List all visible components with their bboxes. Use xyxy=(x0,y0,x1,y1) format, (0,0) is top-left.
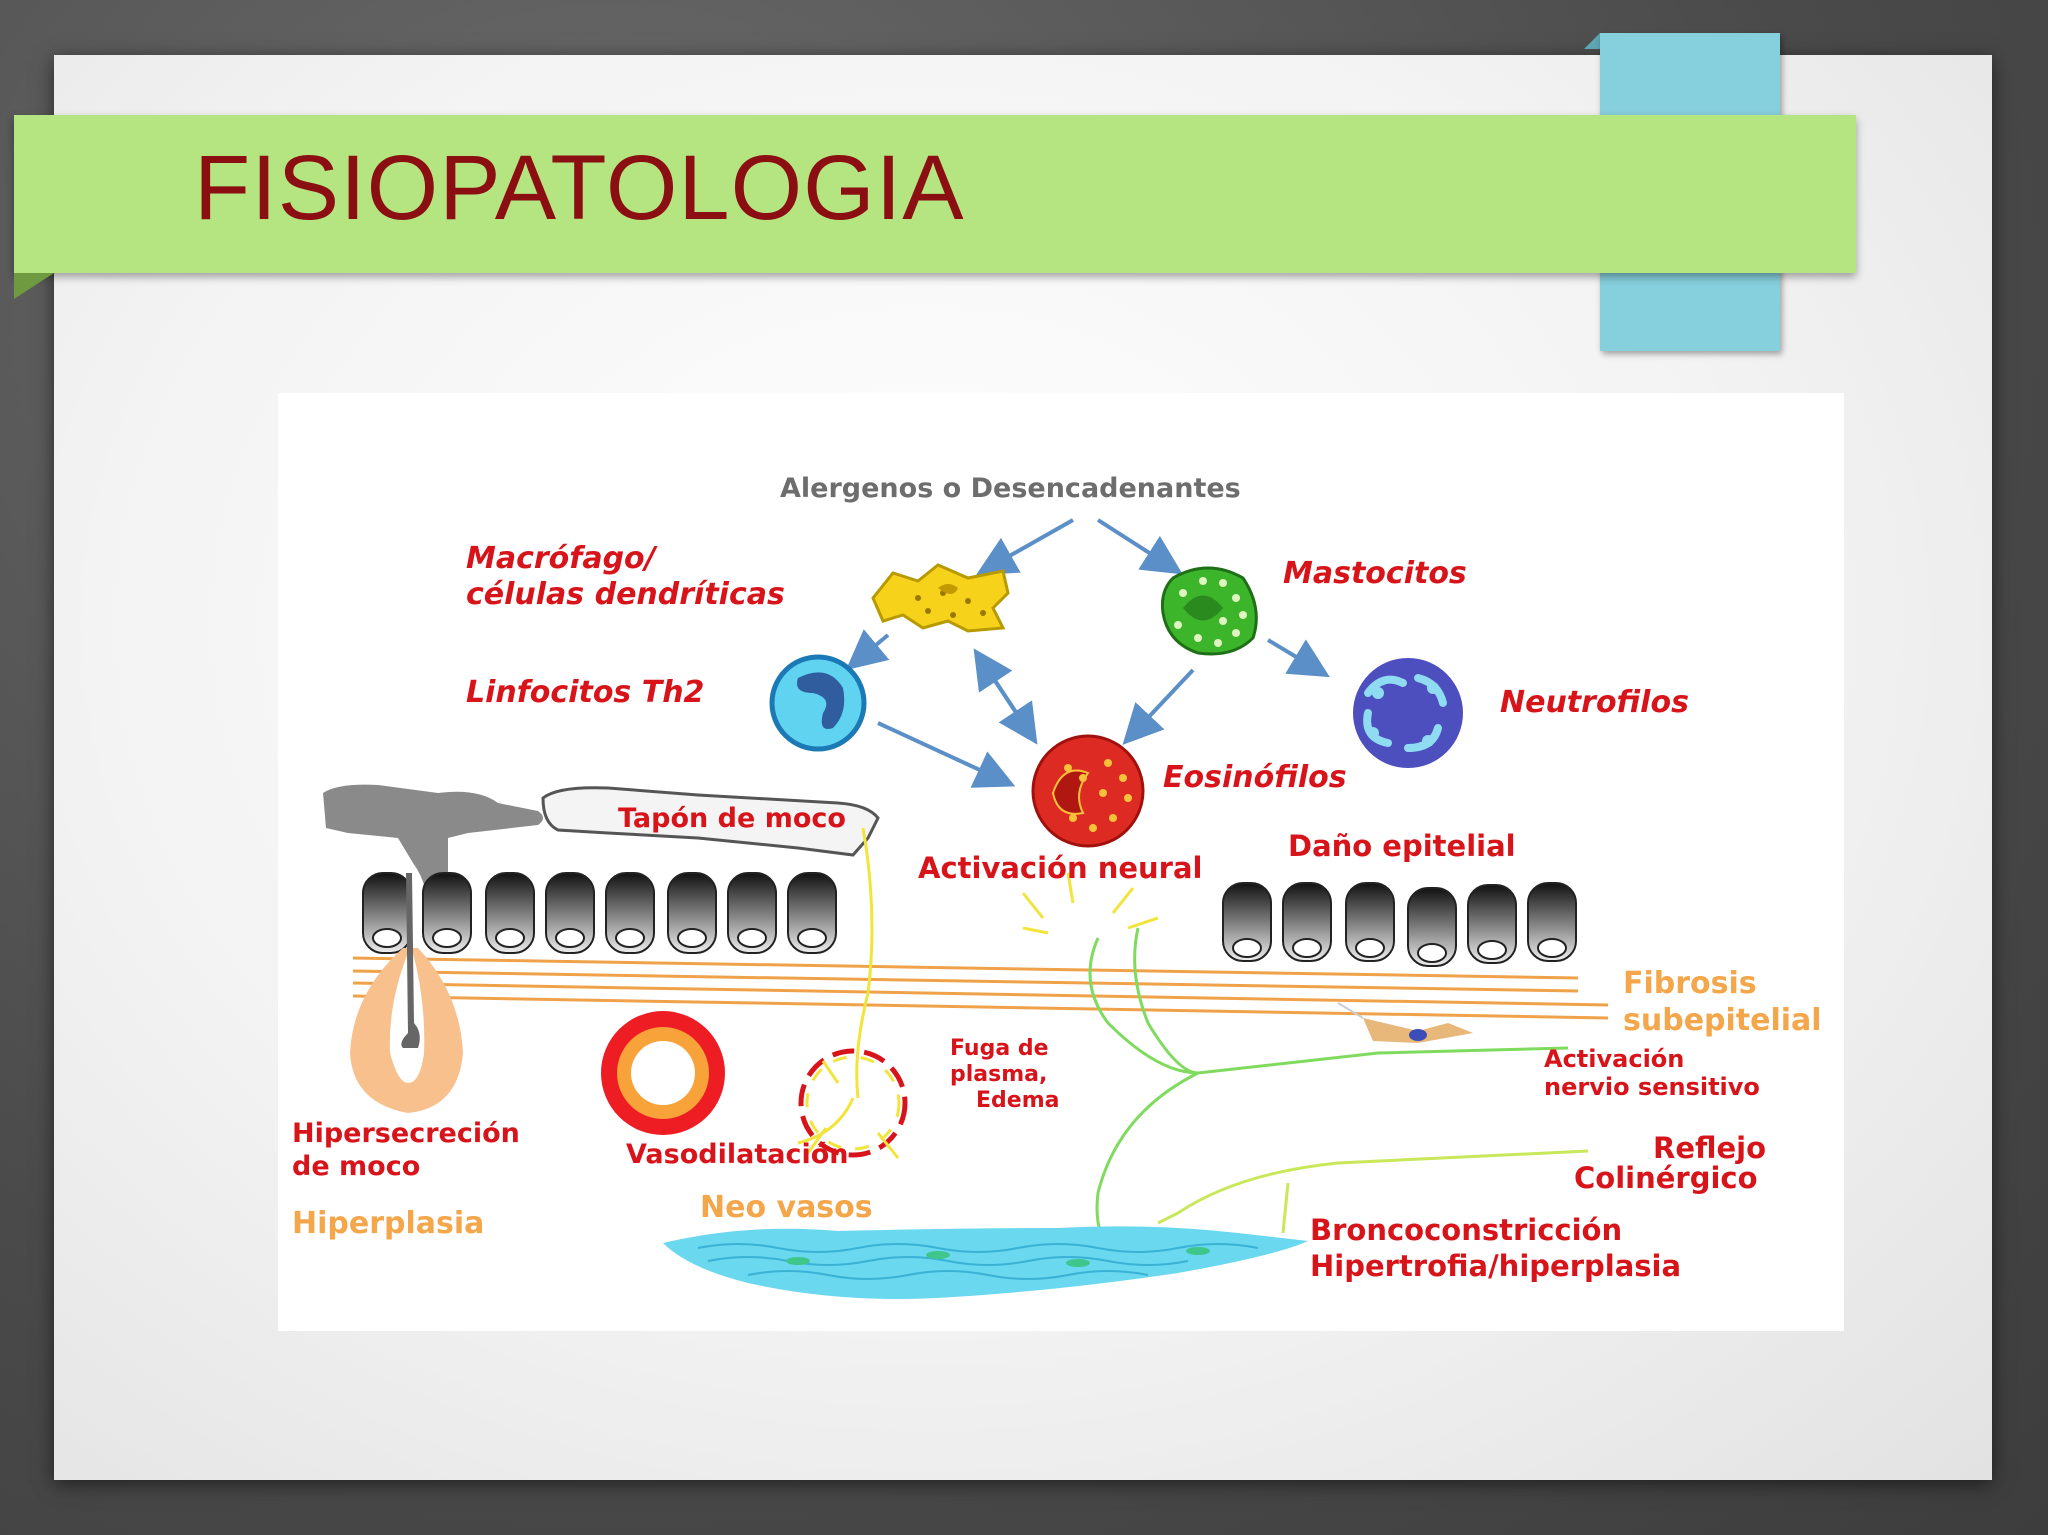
leak-label-2: plasma, xyxy=(950,1062,1048,1087)
mucus-plug-graphic xyxy=(323,784,880,933)
vasodilation-label: Vasodilatación xyxy=(626,1139,849,1170)
smooth-muscle xyxy=(663,1226,1308,1299)
hypersecretion-label-2: de moco xyxy=(292,1151,421,1182)
hypertrophy-label: Hipertrofia/hiperplasia xyxy=(1310,1249,1682,1283)
vasodilation-ring xyxy=(601,1011,725,1135)
leak-label-1: Fuga de xyxy=(950,1036,1049,1061)
neutrophil-label: Neutrofilos xyxy=(1500,685,1689,720)
leak-label-3: Edema xyxy=(976,1088,1060,1113)
eosinophil-icon xyxy=(1031,734,1145,848)
mast-cell-label: Mastocitos xyxy=(1283,556,1467,591)
title-bar xyxy=(14,115,1856,273)
macrophage-icon xyxy=(871,563,1010,633)
th2-label: Linfocitos Th2 xyxy=(466,675,705,710)
macrophage-label-2: células dendríticas xyxy=(466,577,785,612)
slide-title: FISIOPATOLOGIA xyxy=(194,137,965,239)
neovessels-label: Neo vasos xyxy=(700,1190,873,1225)
neural-activation-label: Activación neural xyxy=(918,851,1203,885)
fibrosis-label-2: subepitelial xyxy=(1623,1003,1822,1038)
submucosal-gland xyxy=(350,873,463,1113)
fibrosis-label-1: Fibrosis xyxy=(1623,966,1757,1001)
sensory-label-2: nervio sensitivo xyxy=(1544,1073,1760,1101)
cell-arrows xyxy=(845,518,1330,788)
neutrophil-icon xyxy=(1353,658,1463,768)
epithelium-right xyxy=(1222,882,1577,967)
epithelial-damage-label: Daño epitelial xyxy=(1288,829,1516,863)
neural-yellow xyxy=(797,827,1159,1145)
reflex-label-2: Colinérgico xyxy=(1574,1161,1758,1195)
reflex-label-1: Reflejo xyxy=(1653,1131,1767,1165)
sensory-label-1: Activación xyxy=(1544,1045,1685,1073)
mast-cell-icon xyxy=(1161,566,1258,656)
trigger-label: Alergenos o Desencadenantes xyxy=(780,473,1241,504)
diagram-graphics xyxy=(323,518,1609,1299)
fibroblast-icon xyxy=(1337,1002,1473,1043)
th2-lymphocyte-icon xyxy=(769,654,867,752)
title-bar-fold xyxy=(14,273,54,299)
macrophage-label-1: Macrófago/ xyxy=(466,541,656,576)
accent-tab-fold xyxy=(1584,33,1600,49)
mucus-plug-label: Tapón de moco xyxy=(618,803,846,834)
pathophysiology-diagram: Alergenos o Desencadenantes Macrófago/ c… xyxy=(278,393,1844,1331)
cholinergic-nerve xyxy=(1157,1149,1589,1234)
hypersecretion-label-1: Hipersecreción xyxy=(292,1118,520,1149)
plasma-leak-vessel xyxy=(798,1048,908,1159)
epithelium-left xyxy=(362,872,837,954)
hyperplasia-label: Hiperplasia xyxy=(292,1206,485,1241)
eosinophil-label: Eosinófilos xyxy=(1163,760,1347,795)
bronchoconstriction-label: Broncoconstricción xyxy=(1310,1213,1623,1247)
basement-membrane xyxy=(352,956,1609,1020)
